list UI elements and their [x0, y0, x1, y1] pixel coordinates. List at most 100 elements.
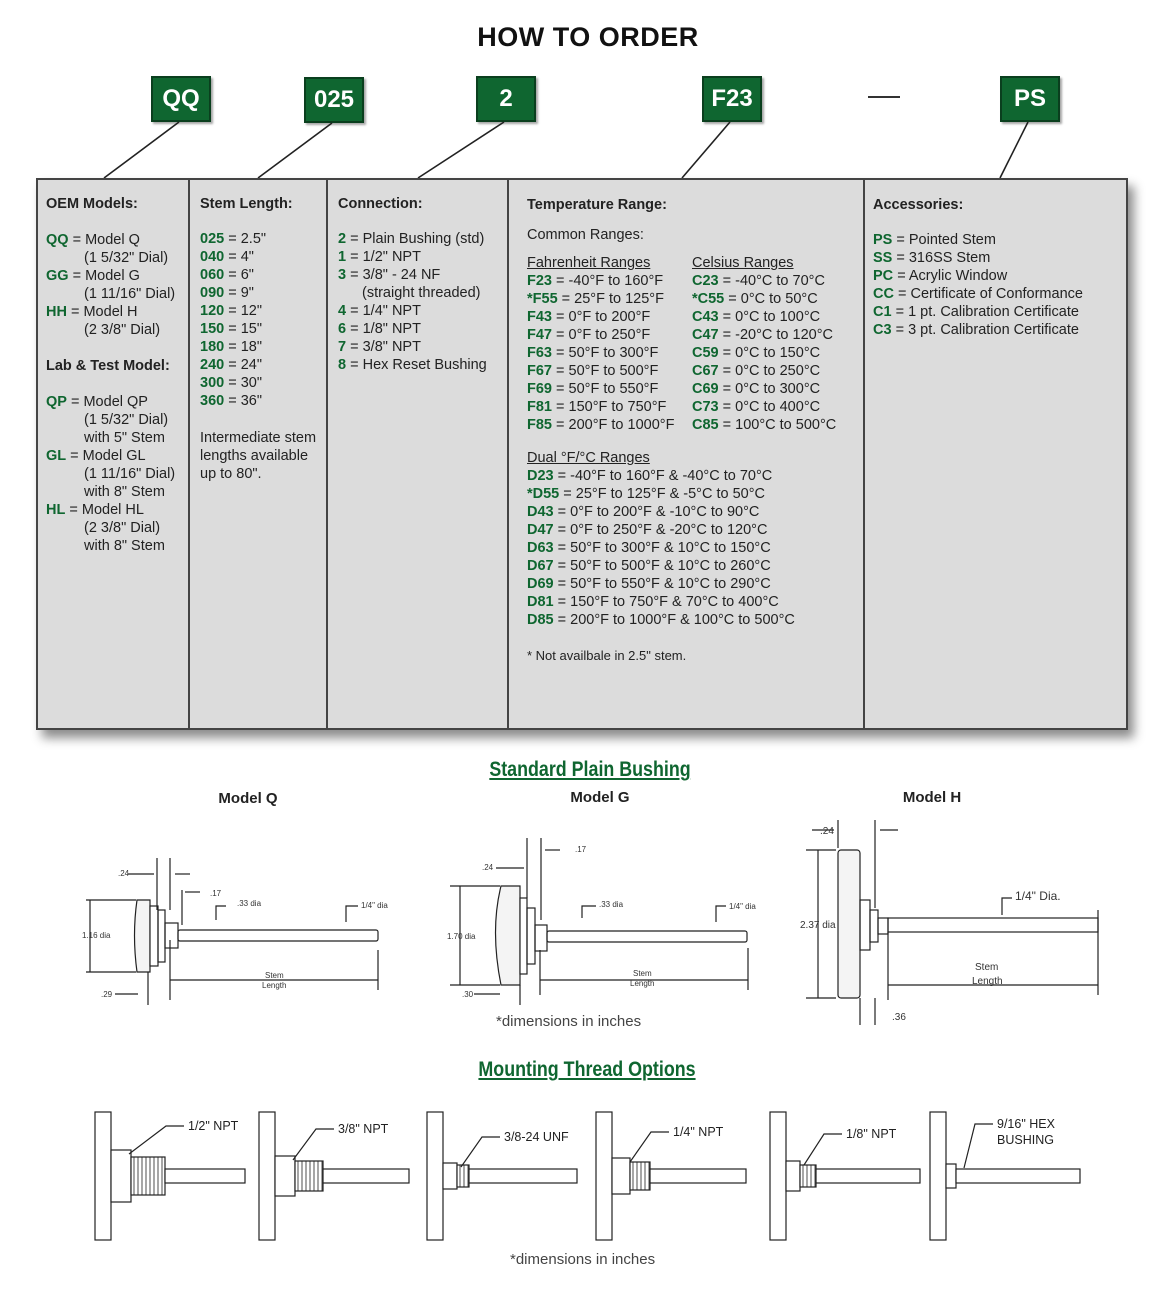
g-dim-f: .30 [462, 990, 474, 999]
fahrenheit-item: F63 = 50°F to 300°F [527, 344, 658, 362]
stem-header: Stem Length: [200, 195, 293, 213]
connection-item: 8 = Hex Reset Bushing [338, 356, 487, 374]
code: *D55 [527, 486, 560, 502]
badge-temperature: F23 [702, 76, 762, 122]
stem-note: Intermediate stem [200, 429, 316, 447]
code: C43 [692, 309, 719, 325]
code: F85 [527, 417, 552, 433]
header-text: Accessories: [873, 197, 964, 213]
desc: = Pointed Stem [896, 232, 996, 248]
celsius-header: Celsius Ranges [692, 254, 794, 272]
desc: = -40°F to 160°F & -40°C to 70°C [557, 468, 773, 484]
stem-column: Stem Length:025 = 2.5"040 = 4"060 = 6"09… [190, 180, 328, 728]
model-h-title: Model H [902, 789, 962, 806]
desc: = Certificate of Conformance [897, 286, 1083, 302]
code: C3 [873, 322, 892, 338]
connection-item: 7 = 3/8" NPT [338, 338, 421, 356]
thread-option-2 [258, 1111, 410, 1241]
desc: = Model H [70, 304, 138, 320]
fahrenheit-item: *F55 = 25°F to 125°F [527, 290, 664, 308]
code: 6 [338, 321, 347, 337]
desc: = 24" [228, 357, 263, 373]
sub-text: with 8" Stem [84, 484, 165, 500]
lab-item-sub: (2 3/8" Dial) [84, 519, 160, 537]
dual-item: D47 = 0°F to 250°F & -20°C to 120°C [527, 521, 767, 539]
desc: = Acrylic Window [897, 268, 1008, 284]
thread-label-2: BUSHING [997, 1133, 1054, 1147]
dual-item: *D55 = 25°F to 125°F & -5°C to 50°C [527, 485, 765, 503]
h-dim-e: 2.37 dia [800, 920, 836, 931]
sub-text: with 8" Stem [84, 538, 165, 554]
oem-item: QQ = Model Q [46, 231, 140, 249]
code: D81 [527, 594, 554, 610]
code: F23 [527, 273, 552, 289]
desc: = 0°C to 150°C [722, 345, 821, 361]
stem-note: lengths available [200, 447, 308, 465]
g-stem-1: Stem [633, 969, 652, 978]
code: F63 [527, 345, 552, 361]
model-q-title: Model Q [218, 790, 278, 807]
thread-label: 3/8" NPT [338, 1122, 389, 1136]
code: 025 [200, 231, 225, 247]
badge-stem: 025 [304, 77, 364, 123]
desc: = Plain Bushing (std) [350, 231, 485, 247]
stem-item: 090 = 9" [200, 284, 254, 302]
desc: = 200°F to 1000°F [556, 417, 675, 433]
header-text: OEM Models: [46, 196, 138, 212]
lab-item-sub: with 8" Stem [84, 537, 165, 555]
desc: = 200°F to 1000°F & 100°C to 500°C [557, 612, 795, 628]
temperature-column: Temperature Range:Common Ranges:Fahrenhe… [509, 180, 865, 728]
celsius-item: C73 = 0°C to 400°C [692, 398, 820, 416]
connection-item: 6 = 1/8" NPT [338, 320, 421, 338]
connection-header: Connection: [338, 195, 423, 213]
code: D63 [527, 540, 554, 556]
code: 060 [200, 267, 225, 283]
common-text: Common Ranges: [527, 227, 644, 243]
note-text: lengths available [200, 448, 309, 464]
code: D67 [527, 558, 554, 574]
code: SS [873, 250, 893, 266]
stem-item: 300 = 30" [200, 374, 262, 392]
desc: = 0°C to 300°C [722, 381, 821, 397]
badge-model: QQ [151, 76, 211, 122]
sub-text: (straight threaded) [362, 285, 481, 301]
lab-item-sub: with 5" Stem [84, 429, 165, 447]
celsius-item: C69 = 0°C to 300°C [692, 380, 820, 398]
code: 2 [338, 231, 347, 247]
fahrenheit-item: F69 = 50°F to 550°F [527, 380, 658, 398]
dual-item: D69 = 50°F to 550°F & 10°C to 290°C [527, 575, 771, 593]
temperature-footnote: * Not availbale in 2.5" stem. [527, 647, 686, 665]
desc: = 100°C to 500°C [722, 417, 837, 433]
desc: = 316SS Stem [896, 250, 991, 266]
desc: = 0°F to 200°F & -10°C to 90°C [557, 504, 760, 520]
code: 090 [200, 285, 225, 301]
stem-item: 040 = 4" [200, 248, 254, 266]
h-dim-f: .36 [892, 1012, 906, 1023]
oem-item-sub: (1 5/32" Dial) [84, 249, 168, 267]
code: 3 [338, 267, 347, 283]
code: C1 [873, 304, 892, 320]
accessory-item: PS = Pointed Stem [873, 231, 996, 249]
lab-item-sub: (1 11/16" Dial) [84, 465, 175, 483]
code: 4 [338, 303, 347, 319]
thread-label: 9/16" HEX [997, 1117, 1056, 1131]
code: D43 [527, 504, 554, 520]
dual-item: D81 = 150°F to 750°F & 70°C to 400°C [527, 593, 779, 611]
note-text: Intermediate stem [200, 430, 317, 446]
badge-connection: 2 [476, 76, 536, 122]
lab-header: Lab & Test Model: [46, 357, 170, 375]
code: PS [873, 232, 893, 248]
code: C69 [692, 381, 719, 397]
accessory-item: CC = Certificate of Conformance [873, 285, 1083, 303]
lab-item: HL = Model HL [46, 501, 144, 519]
desc: = -40°F to 160°F [556, 273, 664, 289]
dual-item: D85 = 200°F to 1000°F & 100°C to 500°C [527, 611, 795, 629]
stem-item: 060 = 6" [200, 266, 254, 284]
bushing-section-title: Standard Plain Bushing [489, 758, 691, 781]
stem-item: 240 = 24" [200, 356, 262, 374]
desc: = 6" [228, 267, 254, 283]
celsius-item: C23 = -40°C to 70°C [692, 272, 825, 290]
code: 1 [338, 249, 347, 265]
separator-dash [868, 96, 900, 98]
